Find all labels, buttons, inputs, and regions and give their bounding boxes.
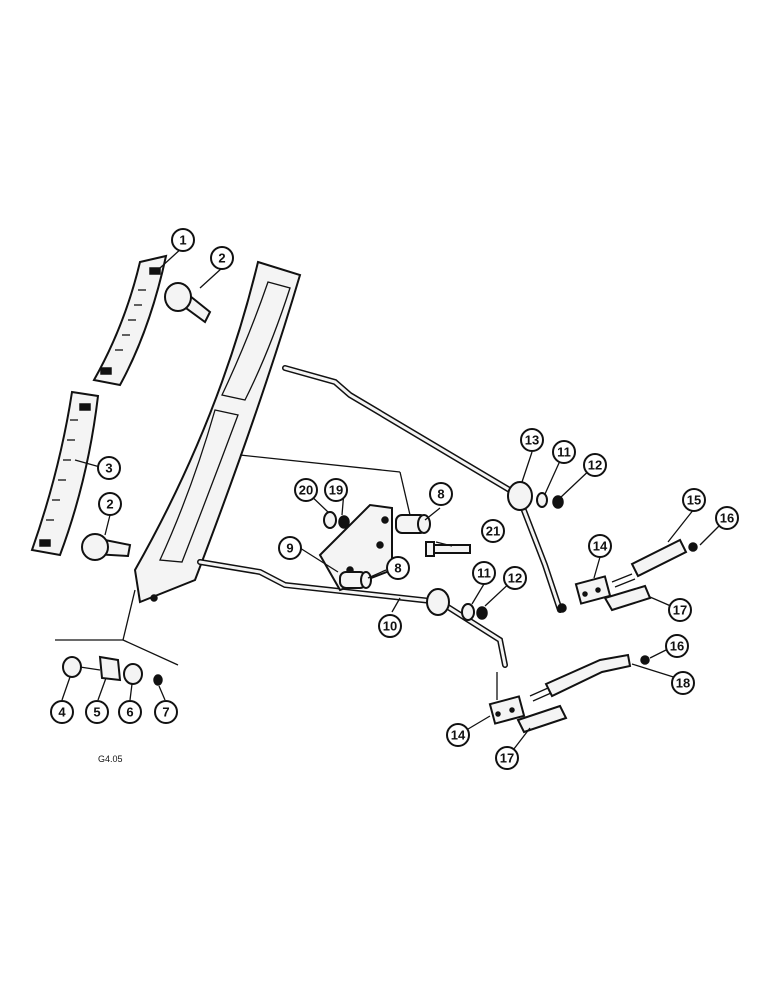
callout-12-lower: 12 xyxy=(503,566,527,590)
svg-text:14: 14 xyxy=(593,539,608,554)
svg-text:17: 17 xyxy=(500,751,514,766)
quadrant-frame xyxy=(133,260,302,604)
callout-11-upper: 11 xyxy=(552,440,576,464)
svg-text:3: 3 xyxy=(105,461,112,476)
control-knob-lower xyxy=(81,533,132,561)
callout-4: 4 xyxy=(50,700,74,724)
upper-adjuster-rod xyxy=(611,538,698,588)
callout-7: 7 xyxy=(154,700,178,724)
svg-text:16: 16 xyxy=(670,639,684,654)
quadrant-scale-lower xyxy=(30,390,100,557)
callout-17-lower: 17 xyxy=(495,746,519,770)
svg-text:1: 1 xyxy=(179,233,186,248)
svg-text:18: 18 xyxy=(676,676,690,691)
svg-text:20: 20 xyxy=(299,483,313,498)
lower-clevis xyxy=(488,695,568,734)
svg-text:19: 19 xyxy=(329,483,343,498)
svg-text:13: 13 xyxy=(525,433,539,448)
figure-code: G4.05 xyxy=(98,754,123,764)
pivot-bracket xyxy=(318,503,431,592)
svg-text:14: 14 xyxy=(451,728,466,743)
svg-text:10: 10 xyxy=(383,619,397,634)
callout-18: 18 xyxy=(671,671,695,695)
svg-text:8: 8 xyxy=(437,487,444,502)
washer-nut-set-upper xyxy=(536,492,564,509)
callout-2-upper: 2 xyxy=(210,246,234,270)
callout-3: 3 xyxy=(97,456,121,480)
callout-16-lower: 16 xyxy=(665,634,689,658)
callout-14-lower: 14 xyxy=(446,723,470,747)
svg-text:15: 15 xyxy=(687,493,701,508)
callout-9: 9 xyxy=(278,536,302,560)
upper-clevis xyxy=(574,575,652,612)
callout-10: 10 xyxy=(378,614,402,638)
knob-assembly xyxy=(62,655,163,686)
callout-15: 15 xyxy=(682,488,706,512)
svg-text:2: 2 xyxy=(218,251,225,266)
callout-5: 5 xyxy=(85,700,109,724)
svg-text:7: 7 xyxy=(162,705,169,720)
svg-text:6: 6 xyxy=(126,705,133,720)
upper-control-rod xyxy=(282,365,567,613)
washer-nut-set-left xyxy=(323,511,350,529)
callout-12-upper: 12 xyxy=(583,453,607,477)
svg-text:4: 4 xyxy=(58,705,66,720)
callout-19: 19 xyxy=(324,478,348,502)
callout-8-upper: 8 xyxy=(429,482,453,506)
bolt xyxy=(425,541,471,557)
callout-6: 6 xyxy=(118,700,142,724)
svg-text:17: 17 xyxy=(673,603,687,618)
callout-1: 1 xyxy=(171,228,195,252)
svg-text:11: 11 xyxy=(477,566,491,581)
callout-2-lower: 2 xyxy=(98,492,122,516)
svg-text:12: 12 xyxy=(588,458,602,473)
lower-control-rod xyxy=(197,559,508,668)
callout-14-upper: 14 xyxy=(588,534,612,558)
callout-16-upper: 16 xyxy=(715,506,739,530)
callout-21: 21 xyxy=(481,519,505,543)
leader-lines xyxy=(55,246,728,759)
control-knob-upper xyxy=(164,282,212,324)
svg-text:5: 5 xyxy=(93,705,100,720)
washer-nut-set-lower xyxy=(461,603,488,621)
svg-text:8: 8 xyxy=(394,561,401,576)
svg-text:2: 2 xyxy=(106,497,113,512)
svg-text:16: 16 xyxy=(720,511,734,526)
svg-text:21: 21 xyxy=(486,524,500,539)
callout-20: 20 xyxy=(294,478,318,502)
quadrant-scale-upper xyxy=(92,254,168,387)
svg-text:12: 12 xyxy=(508,571,522,586)
svg-text:9: 9 xyxy=(286,541,293,556)
svg-text:11: 11 xyxy=(557,445,571,460)
callout-8-lower: 8 xyxy=(386,556,410,580)
callout-11-lower: 11 xyxy=(472,561,496,585)
callout-13: 13 xyxy=(520,428,544,452)
callout-17-upper: 17 xyxy=(668,598,692,622)
lower-adjuster-rod xyxy=(529,653,650,702)
